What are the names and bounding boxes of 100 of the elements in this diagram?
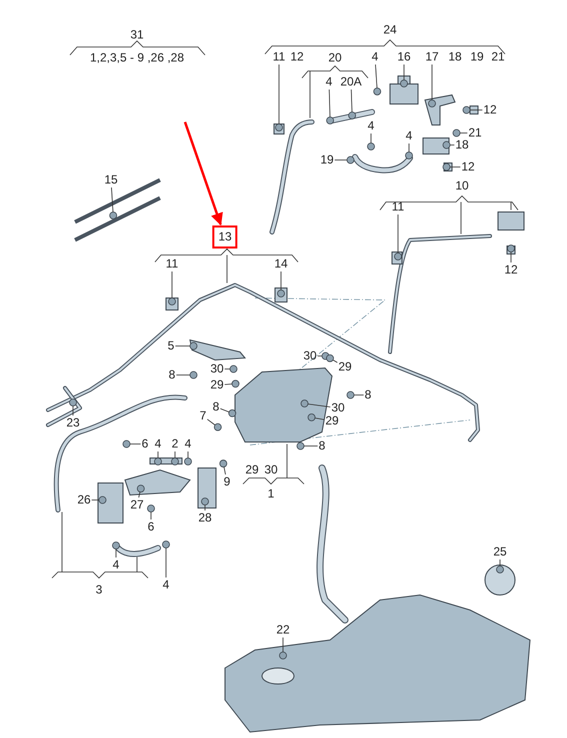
part-dot [219,460,228,468]
callout-number: 4 [406,130,412,142]
callout-number: 8 [212,400,220,414]
callout-number: 17 [425,50,439,64]
callout-number: 16 [397,50,411,64]
part-dot [190,371,198,379]
part-dot [296,442,304,450]
leader-line [176,374,190,376]
part-dot [201,498,209,506]
leader-line [314,418,325,420]
callout-number: 4 [162,578,170,592]
part-dot [442,163,450,171]
callout-number: 11 [272,50,286,64]
leader-line [450,166,461,168]
callout-number: 15 [104,174,118,186]
leader-line [204,504,206,511]
part-dot [122,440,130,448]
leader-line [224,466,226,475]
part-dot [279,652,287,660]
callout-number: 4 [154,438,162,450]
leader-line [72,406,74,416]
callout-number: 11 [392,200,404,214]
part-dot [136,484,145,492]
leader-line [174,451,176,458]
leader-line [282,637,284,652]
part-dot [496,566,504,574]
callout-number: 6 [148,520,154,534]
part-dot [348,112,356,120]
part-dot [112,542,120,550]
callout-number: 4 [326,76,332,88]
part-dot [400,80,408,88]
part-dot [228,409,236,418]
part-number: 30 [264,464,278,476]
leader-line [224,368,230,370]
callout-number: 4 [372,50,378,64]
callout-number: 8 [168,368,176,382]
callout-number: 12 [461,160,475,174]
callout-number: 12 [483,104,497,116]
part-dot [373,88,382,96]
group-number: 24 [383,24,397,36]
group-number: 31 [130,28,144,42]
part-dot [147,504,155,512]
part-dot [300,400,308,408]
highlighted-callout-number: 13 [212,226,238,248]
part-dot [346,156,354,164]
leader-line [332,360,338,363]
leader-line [370,133,372,144]
callout-number: 30 [303,350,317,362]
callout-number: 22 [276,624,290,636]
callout-number: 8 [364,388,372,402]
part-dot [346,391,354,399]
part-dot [214,423,222,431]
leader-line [460,132,468,134]
callout-number: 25 [493,546,507,558]
group-number: 10 [455,180,469,192]
part-number: 19 [470,50,484,64]
callout-number: 30 [210,362,224,376]
callout-number: 8 [318,440,326,452]
callout-number: 29 [210,378,224,392]
part-dot [428,100,436,108]
group-number: 20 [328,52,342,64]
leader-line [328,89,330,118]
callout-number: 20A [340,76,362,88]
callout-number: 14 [274,258,288,270]
callout-number: 4 [368,120,374,132]
leader-line [308,404,331,408]
group-number: 3 [96,584,102,596]
part-dot [184,458,192,466]
callout-number: 27 [130,498,144,512]
callout-number: 30 [331,402,345,414]
callout-number: 18 [455,138,469,152]
callout-number: 29 [338,360,352,374]
callout-number: 7 [200,410,206,422]
callout-number: 2 [172,438,178,450]
callout-number: 26 [77,494,91,506]
part-dot [232,380,240,388]
part-dot [405,152,413,160]
leader-line [375,64,378,88]
callout-number: 12 [504,264,518,276]
callout-number: 11 [166,258,178,270]
part-dot [308,414,316,422]
part-dot [69,398,77,406]
callout-number: 19 [320,154,334,166]
part-dot [442,141,450,149]
leader-line [280,271,282,290]
leader-line [350,89,352,112]
part-dot [277,290,285,298]
leader-line [224,384,232,385]
part-number: 21 [491,50,505,64]
part-dot [230,365,238,373]
part-dot [507,244,515,252]
part-dot [452,129,460,137]
callout-number: 4 [184,438,192,450]
leader-line [278,64,280,124]
leader-line [111,187,114,212]
leader-line [206,418,216,426]
leader-line [220,408,230,412]
part-number: 12 [290,50,304,64]
callout-number: 28 [198,512,212,524]
part-number: 18 [448,50,462,64]
